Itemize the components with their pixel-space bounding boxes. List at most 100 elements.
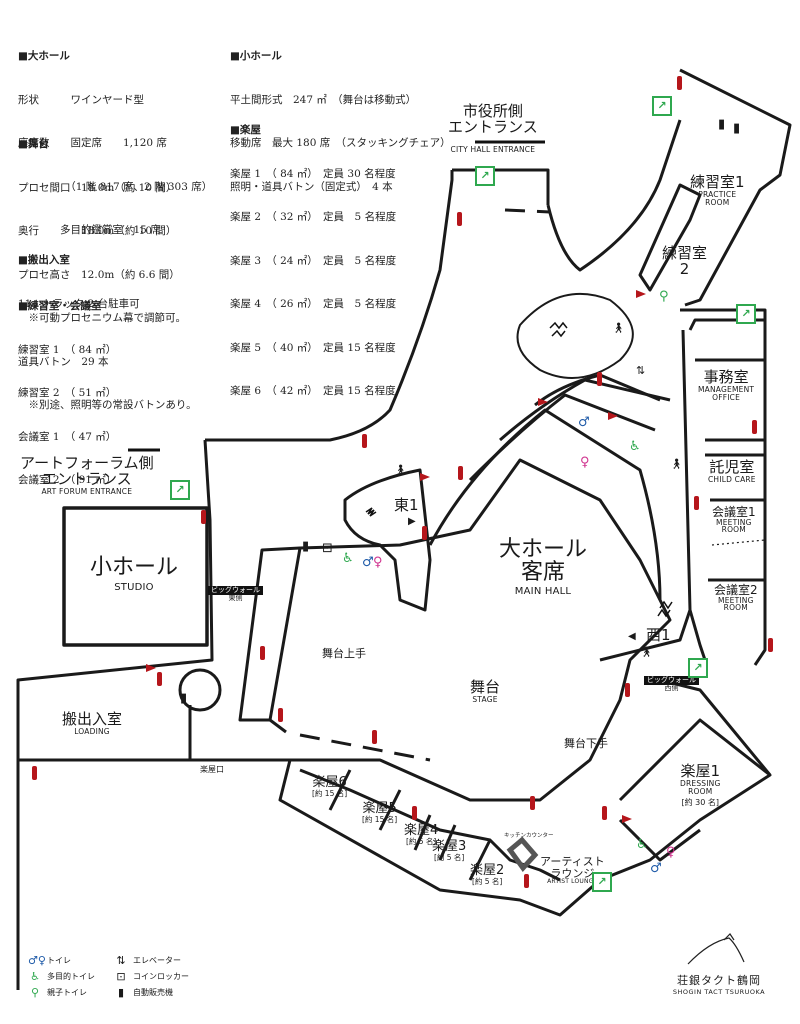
dash-wall-2 (269, 718, 291, 737)
spec-line: 楽屋 3 （ 24 ㎡） 定員 5 名程度 (230, 254, 397, 267)
main-hall-label: 大ホール 客席 MAIN HALL (478, 538, 608, 598)
spec-line: 会議室 2 （ 91 ㎡） (18, 474, 117, 486)
spec-small-hall: ■小ホール 平土間形式 247 ㎡ （舞台は移動式） 移動席 最大 180 席 … (230, 20, 451, 209)
wall-practice-inner (638, 183, 702, 292)
big-wall-west-line2: 西側 (664, 684, 679, 693)
fire-extinguisher-icon (458, 466, 463, 480)
meeting-divider (711, 539, 766, 546)
spec-stage: ■舞台 プロセ間口 18.0m（約 10 間） 奥行 18.0m（約 10 間）… (18, 108, 197, 427)
dressing1-en1: DRESSING (680, 778, 721, 788)
flag-marker-icon (608, 412, 618, 420)
wall-stage-left-strip (238, 546, 302, 722)
dressing6-label: 楽屋6 [約 15 名] (312, 776, 347, 798)
dressing2-label: 楽屋2 [約 5 名] (470, 864, 504, 886)
spec-line: 会議室 1 （ 47 ㎡） (18, 430, 117, 443)
dressing6-cap: [約 15 名] (312, 788, 348, 798)
dressing2-jp: 楽屋2 (470, 863, 505, 878)
dressing5-cap: [約 15 名] (362, 814, 398, 824)
spec-heading: ■小ホール (230, 50, 282, 62)
spec-rooms: ■練習室・会議室 練習室 1 （ 84 ㎡） 練習室 2 （ 51 ㎡） 会議室… (18, 270, 116, 502)
legend-vending: ▮ 自動販売機 (114, 986, 173, 999)
spec-line: プロセ間口 18.0m（約 10 間） (18, 181, 177, 194)
accessible-toilet-icon: ♿ (629, 439, 641, 454)
womens-toilet-icon: ♀ (580, 455, 590, 470)
spec-line: 楽屋 4 （ 26 ㎡） 定員 5 名程度 (230, 298, 397, 310)
meeting2-jp: 会議室2 (714, 583, 758, 597)
walking-person-icon: 🚶︎ (640, 647, 653, 658)
exit-icon: ↗ (688, 658, 708, 678)
logo: 荘銀タクト鶴岡 SHOGIN TACT TSURUOKA (664, 932, 774, 996)
wall-east-vestibule (343, 468, 432, 612)
legend-vending-label: 自動販売機 (133, 988, 173, 997)
stage-en: STAGE (472, 694, 498, 704)
meeting1-en2: ROOM (721, 525, 746, 535)
spec-line: ※別途、照明等の常設バトンあり。 (18, 399, 197, 411)
spec-line: 楽屋 2 （ 32 ㎡） 定員 5 名程度 (230, 211, 397, 223)
womens-toilet-icon: ♀ (373, 555, 383, 570)
vending-machine-icon: ▮ (733, 121, 741, 136)
spec-line: 楽屋 1 （ 84 ㎡） 定員 30 名程度 (230, 167, 396, 180)
dressing1-en2: ROOM (688, 786, 713, 796)
big-wall-east-line1: ビッグウォール (208, 586, 263, 596)
accessible-toilet-icon: ♿ (636, 837, 648, 852)
studio-jp: 小ホール (89, 555, 178, 580)
womens-toilet-icon: ♀ (666, 845, 676, 860)
dressing1-label: 楽屋1 DRESSING ROOM [約 30 名] (680, 763, 721, 807)
artist-lounge-en: ARTIST LOUNGE (547, 878, 598, 886)
wall-west-corridor (16, 439, 214, 990)
wall-practice-outer (679, 68, 792, 307)
fire-extinguisher-icon (602, 806, 607, 820)
legend-accessible-toilet-label: 多目的トイレ (47, 972, 95, 981)
accessible-toilet-icon: ♿ (30, 970, 40, 983)
main-hall-en: MAIN HALL (514, 586, 572, 598)
legend-toilet-label: トイレ (47, 956, 71, 965)
city-hall-entrance-jp1: 市役所側 (462, 102, 523, 120)
big-wall-west-line1: ビッグウォール (644, 676, 699, 686)
office-en1: MANAGEMENT (698, 384, 755, 394)
elevator-icon: ⇅ (636, 364, 646, 377)
wall-outer-west (205, 170, 454, 442)
spec-line: プロセ高さ 12.0m（約 6.6 間） (18, 268, 180, 281)
meeting1-label: 会議室1 MEETING ROOM (712, 506, 756, 534)
kitchen-counter-shape (506, 836, 539, 872)
meeting2-label: 会議室2 MEETING ROOM (714, 584, 758, 612)
gakuyaguchi-label: 楽屋口 (200, 765, 224, 774)
vending-machine-icon: ▮ (718, 117, 726, 132)
triangle-marker-icon: ▶ (408, 516, 416, 527)
fire-extinguisher-icon (694, 496, 699, 510)
dressing4-jp: 楽屋4 (404, 823, 439, 838)
legend-toilet: ♂♀ トイレ (28, 954, 71, 967)
elevator-icon: ⇅ (116, 954, 126, 967)
spec-heading: ■練習室・会議室 (18, 300, 102, 312)
spec-line: 楽屋 6 （ 42 ㎡） 定員 15 名程度 (230, 385, 396, 397)
spec-line: 平土間形式 247 ㎡ （舞台は移動式） (230, 93, 417, 106)
vending-machine-icon: ▮ (302, 539, 310, 554)
flag-marker-icon (146, 664, 156, 672)
fire-extinguisher-icon (157, 672, 162, 686)
art-forum-entrance-en: ART FORUM ENTRANCE (41, 486, 133, 496)
dash-wall-1 (299, 733, 431, 762)
mens-toilet-icon: ♂ (650, 861, 662, 876)
coin-locker-icon: ⊡ (116, 970, 126, 983)
logo-mark-icon (687, 933, 745, 965)
wall-studio (62, 506, 209, 647)
logo-jp: 荘銀タクト鶴岡 (677, 974, 761, 987)
dressing4-cap: [約 5 名] (405, 836, 437, 846)
dressing5-jp: 楽屋5 (362, 801, 397, 816)
fire-extinguisher-icon (278, 708, 283, 722)
exit-icon: ↗ (475, 166, 495, 186)
legend-coin-locker-label: コインロッカー (133, 972, 189, 981)
spec-line: 座席数 固定席 1,120 席 (18, 137, 167, 149)
spec-line: 練習室 2 （ 51 ㎡） (18, 387, 117, 399)
stage-left-label: 舞台上手 (322, 647, 366, 660)
spec-line: 照明・道具バトン（固定式） 4 本 (230, 180, 393, 193)
meeting2-en1: MEETING (718, 595, 754, 605)
hall-upper-ellipse (516, 292, 634, 379)
fire-extinguisher-icon (524, 874, 529, 888)
legend-elevator-label: エレベーター (133, 956, 181, 965)
flag-marker-icon (622, 815, 632, 823)
artist-lounge-jp2: ラウンジ (550, 866, 595, 880)
spec-main-hall: ■大ホール 形状 ワインヤード型 座席数 固定席 1,120 席 （1 階 81… (18, 20, 212, 252)
big-wall-west-label: ビッグウォール 西側 (644, 676, 699, 693)
meeting2-en2: ROOM (723, 603, 748, 613)
